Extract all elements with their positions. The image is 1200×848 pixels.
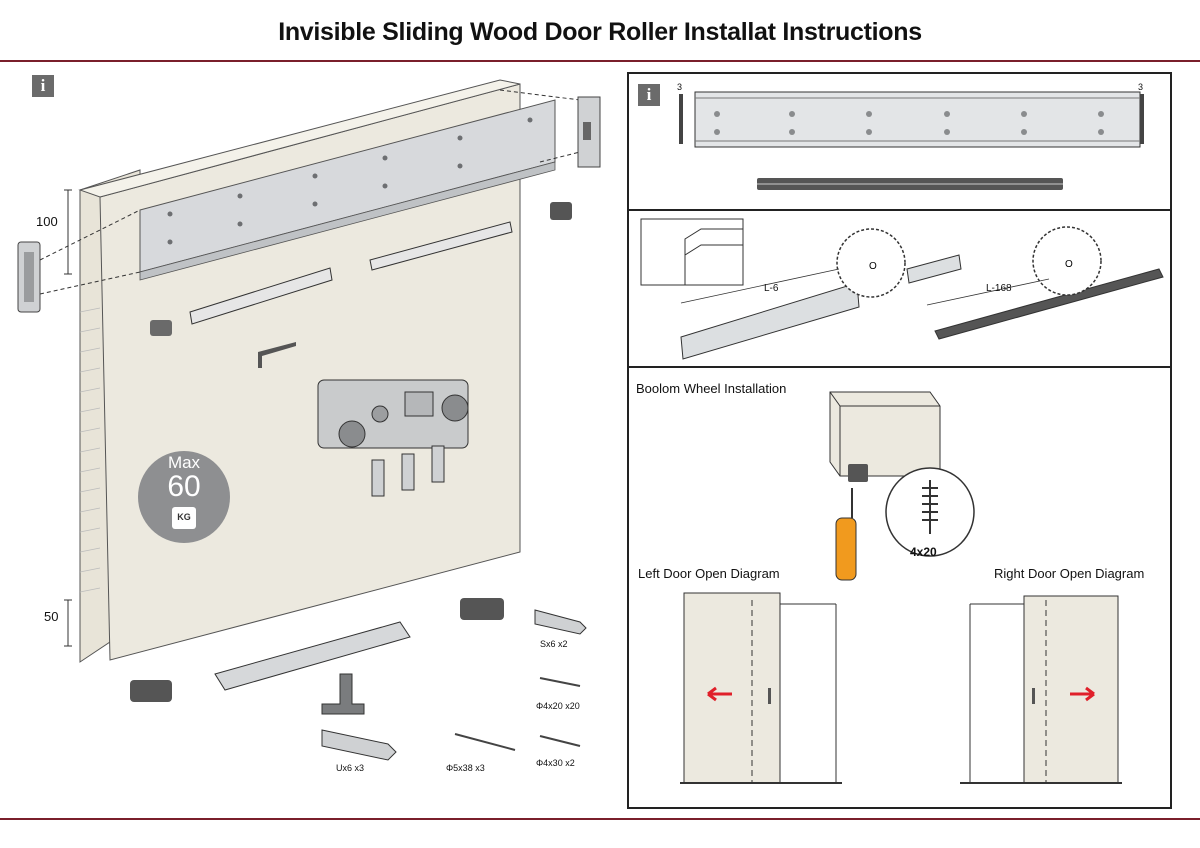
bottom-wheel-heading: Boolom Wheel Installation bbox=[636, 381, 787, 396]
max-load-value: 60 bbox=[167, 470, 201, 503]
page-title: Invisible Sliding Wood Door Roller Insta… bbox=[278, 18, 922, 46]
part-label-4x30: Φ4x30 x2 bbox=[536, 758, 575, 768]
part-label-5x38: Φ5x38 x3 bbox=[446, 763, 485, 773]
rail-mark-right: 3 bbox=[1138, 82, 1144, 92]
rail-cutting-illustration: O O bbox=[640, 218, 1164, 360]
rail-overview-illustration bbox=[679, 91, 1144, 190]
screw-size-label: 4x20 bbox=[910, 545, 937, 559]
instructions-panel bbox=[627, 72, 1172, 809]
right-door-diagram-heading: Right Door Open Diagram bbox=[994, 566, 1145, 581]
svg-text:O: O bbox=[869, 261, 877, 272]
part-label-ux6: Ux6 x3 bbox=[336, 763, 365, 773]
info-badge-left: i bbox=[32, 75, 54, 97]
cut-length-right: L-168 bbox=[986, 283, 1012, 294]
max-load-label: Max bbox=[167, 453, 201, 472]
right-door-open-diagram bbox=[960, 595, 1122, 784]
bottom-rule bbox=[0, 818, 1200, 820]
dimension-top: 100 bbox=[36, 214, 58, 229]
left-door-open-diagram bbox=[680, 592, 842, 784]
door-illustration bbox=[17, 79, 601, 761]
part-label-4x20: Φ4x20 x20 bbox=[536, 701, 580, 711]
rail-mark-left: 3 bbox=[677, 82, 683, 92]
left-door-diagram-heading: Left Door Open Diagram bbox=[638, 566, 780, 581]
top-rule bbox=[0, 60, 1200, 62]
panel-divider-1 bbox=[627, 209, 1172, 211]
bottom-wheel-illustration bbox=[829, 391, 975, 581]
panel-divider-2 bbox=[627, 366, 1172, 368]
info-badge-right: i bbox=[638, 84, 660, 106]
dimension-bottom: 50 bbox=[44, 609, 59, 624]
svg-text:O: O bbox=[1065, 259, 1073, 270]
cut-length-left: L-6 bbox=[764, 283, 779, 294]
max-load-unit: KG bbox=[177, 512, 191, 522]
part-label-sx6: Sx6 x2 bbox=[540, 639, 568, 649]
